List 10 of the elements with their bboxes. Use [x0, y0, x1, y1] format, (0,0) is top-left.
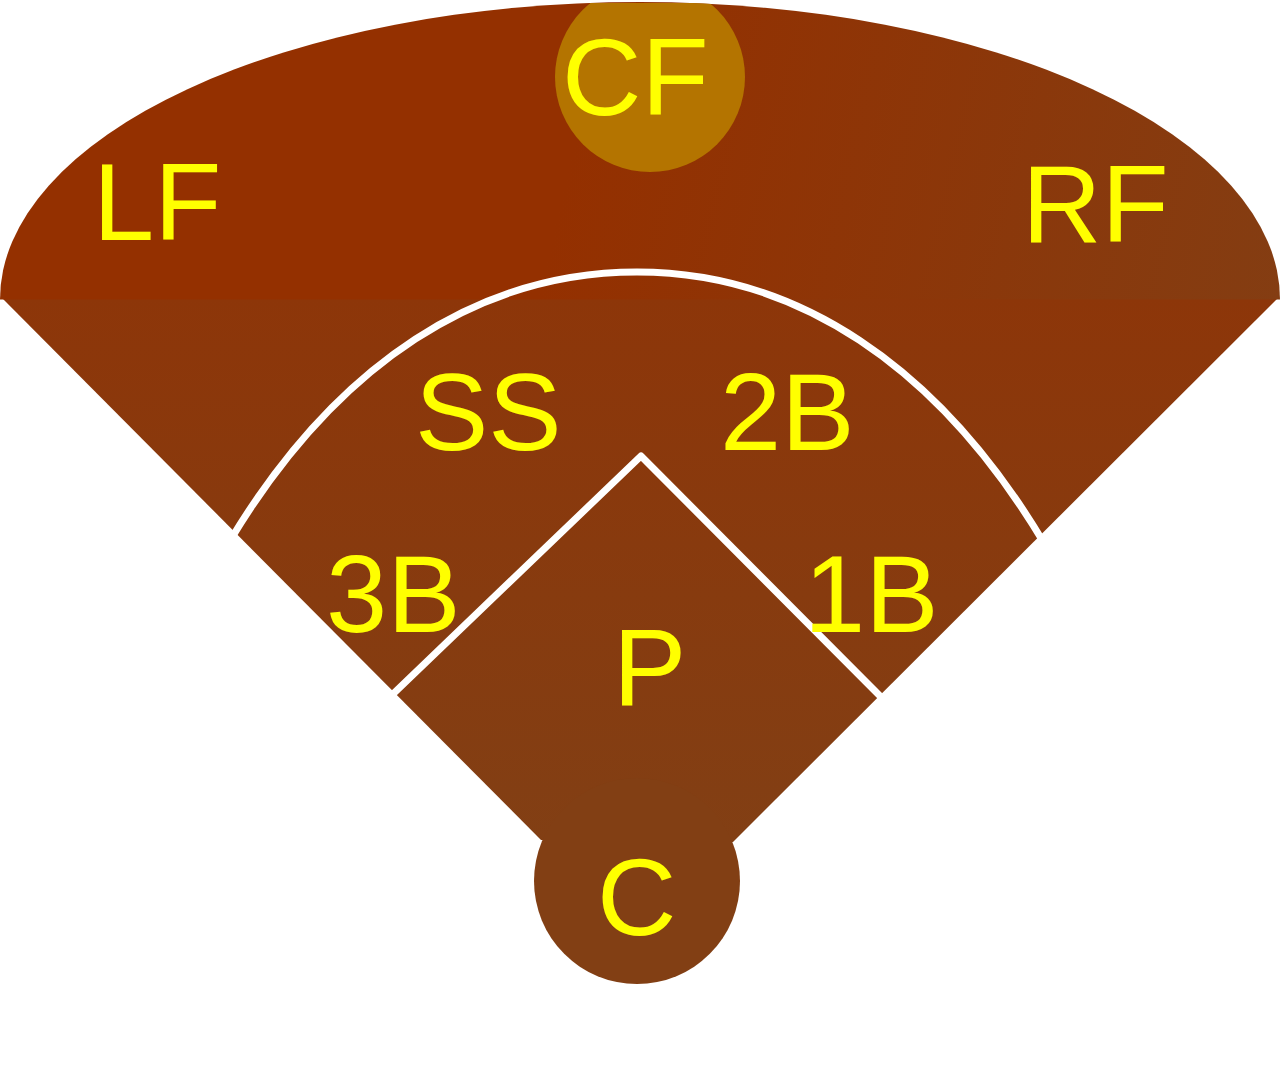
position-label: 3B: [326, 539, 461, 649]
position-label: 1B: [804, 539, 939, 649]
position-label: SS: [415, 357, 562, 467]
position-label: P: [613, 612, 687, 722]
position-label: 2B: [720, 357, 855, 467]
position-label: LF: [93, 147, 222, 257]
position-label: CF: [562, 22, 709, 132]
position-label: RF: [1022, 149, 1169, 259]
position-label: C: [597, 842, 677, 952]
baseball-field: [0, 0, 1280, 845]
